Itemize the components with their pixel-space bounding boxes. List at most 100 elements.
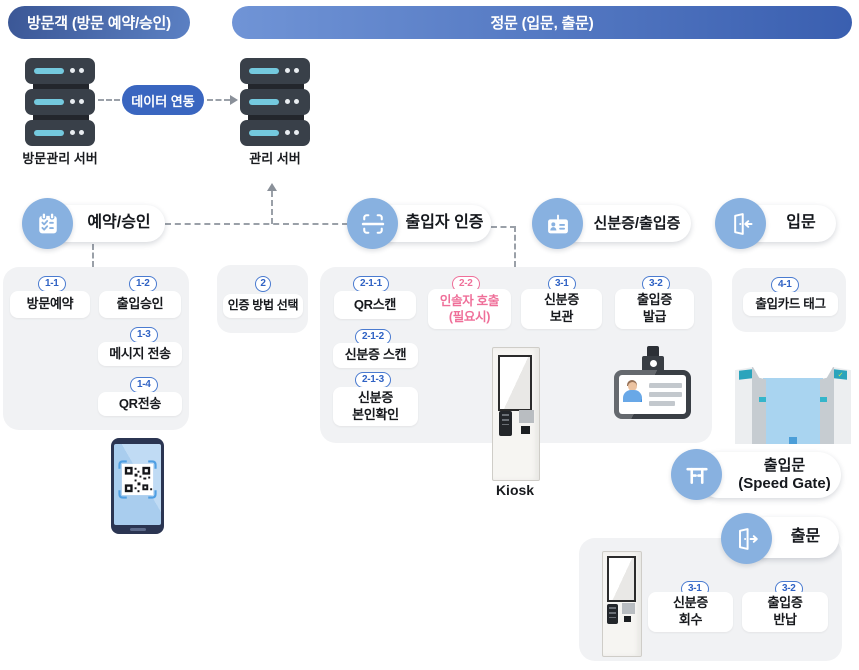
reader-lines	[501, 414, 510, 425]
step-auth-method-select: 인증 방법 선택	[223, 294, 303, 318]
step-id-verify: 신분증 본인확인	[333, 387, 418, 426]
arrow-right-icon	[230, 95, 238, 105]
main-gate-header: 정문 (입문, 출문)	[232, 6, 852, 39]
badge-grommet	[650, 360, 657, 367]
management-server-label: 관리 서버	[249, 151, 301, 166]
step-access-approval: 출입승인	[99, 291, 181, 318]
gate-notch	[789, 437, 797, 444]
server-unit	[240, 87, 313, 115]
dashed-line	[271, 191, 273, 224]
badge-card	[614, 370, 691, 419]
visitor-header: 방문객 (방문 예약/승인)	[8, 6, 190, 39]
auth-flow-text: 출입자 인증	[405, 214, 484, 232]
kiosk-screen	[607, 556, 636, 602]
server-dot	[285, 68, 290, 73]
dashed-line	[92, 244, 94, 267]
badge-text-line	[649, 383, 682, 388]
server-dot	[285, 130, 290, 135]
step-badge: 1-4	[130, 377, 158, 393]
kiosk-card-reader	[499, 411, 512, 436]
id-badge-graphic	[614, 346, 692, 420]
server-unit	[240, 56, 313, 84]
server-dot	[294, 130, 299, 135]
kiosk-card-reader	[607, 604, 618, 624]
turnstile-icon	[685, 467, 708, 484]
step-badge: 2	[255, 276, 271, 292]
dashed-line	[207, 99, 230, 101]
step-badge: 1-1	[38, 276, 66, 292]
arrow-up-icon	[267, 183, 277, 191]
door-enter-icon	[733, 212, 752, 235]
server-dot	[285, 99, 290, 104]
dashed-line	[491, 226, 516, 228]
speed-gate-flow-text: 출입문 (Speed Gate)	[738, 457, 831, 492]
speed-gate-graphic: ✓	[735, 366, 851, 445]
badge-avatar-body	[623, 390, 642, 402]
gate-right-pillar	[820, 367, 851, 444]
checklist-icon	[38, 211, 57, 233]
exit-icon-circle	[721, 513, 772, 564]
kiosk-panel	[622, 603, 635, 614]
gate-glass-panel	[763, 378, 823, 444]
step-id-storage: 신분증 보관	[521, 289, 602, 329]
kiosk-button	[624, 616, 631, 622]
gate-right-screen: ✓	[834, 369, 847, 380]
badge-avatar-head	[628, 382, 637, 391]
kiosk-panel	[519, 410, 534, 423]
step-badge: 2-1-3	[355, 372, 391, 388]
server-dot	[70, 99, 75, 104]
gate-left-pillar	[735, 367, 766, 444]
step-badge: 2-1-1	[353, 276, 389, 292]
id-card-icon	[547, 213, 568, 233]
reservation-icon-circle	[22, 198, 73, 249]
exit-kiosk-graphic	[602, 551, 642, 657]
server-dot	[70, 130, 75, 135]
kiosk-button	[521, 426, 530, 434]
entry-icon-circle	[715, 198, 766, 249]
gate-left-indicator	[759, 397, 766, 402]
dashed-line	[165, 223, 348, 225]
badge-clip-top	[647, 346, 659, 359]
badge-text-line	[649, 392, 682, 397]
server-led-bar	[249, 68, 279, 74]
qr-code-icon	[118, 460, 157, 499]
step-message-send: 메시지 전송	[98, 342, 182, 366]
reservation-flow-text: 예약/승인	[87, 214, 151, 232]
dashed-line	[98, 99, 120, 101]
auth-icon-circle	[347, 198, 398, 249]
exit-flow-text: 출문	[790, 528, 821, 546]
id-pass-icon-circle	[532, 198, 583, 249]
step-badge: 1-3	[130, 327, 158, 343]
server-led-bar	[249, 99, 279, 105]
step-id-scan: 신분증 스캔	[333, 343, 418, 368]
entry-flow-text: 입문	[786, 214, 816, 232]
step-badge: 4-1	[771, 277, 799, 293]
step-card-tag: 출입카드 태그	[743, 292, 838, 316]
step-qr-scan: QR스캔	[334, 291, 416, 319]
reader-lines	[609, 607, 616, 618]
visitor-server-label: 방문관리 서버	[22, 151, 98, 166]
server-unit	[25, 118, 98, 146]
step-qr-send: QR전송	[98, 392, 182, 416]
door-exit-icon	[738, 527, 758, 550]
badge-card-face	[619, 375, 686, 414]
server-unit	[240, 118, 313, 146]
step-badge: 1-2	[129, 276, 157, 292]
server-dot	[294, 99, 299, 104]
badge-sheen	[614, 370, 691, 419]
server-dot	[70, 68, 75, 73]
kiosk-screen	[498, 355, 532, 411]
kiosk-label: Kiosk	[495, 482, 535, 498]
step-visit-reservation: 방문예약	[10, 291, 90, 318]
phone-home-indicator	[129, 528, 146, 531]
server-led-bar	[249, 130, 279, 136]
server-led-bar	[34, 99, 64, 105]
management-server-graphic	[240, 56, 313, 146]
scan-frame-icon	[361, 213, 384, 234]
speed-gate-icon-circle	[671, 449, 722, 500]
step-pass-return: 출입증 반납	[742, 592, 828, 632]
server-led-bar	[34, 68, 64, 74]
step-pass-issue: 출입증 발급	[615, 289, 694, 329]
step-id-return: 신분증 회수	[648, 592, 733, 632]
